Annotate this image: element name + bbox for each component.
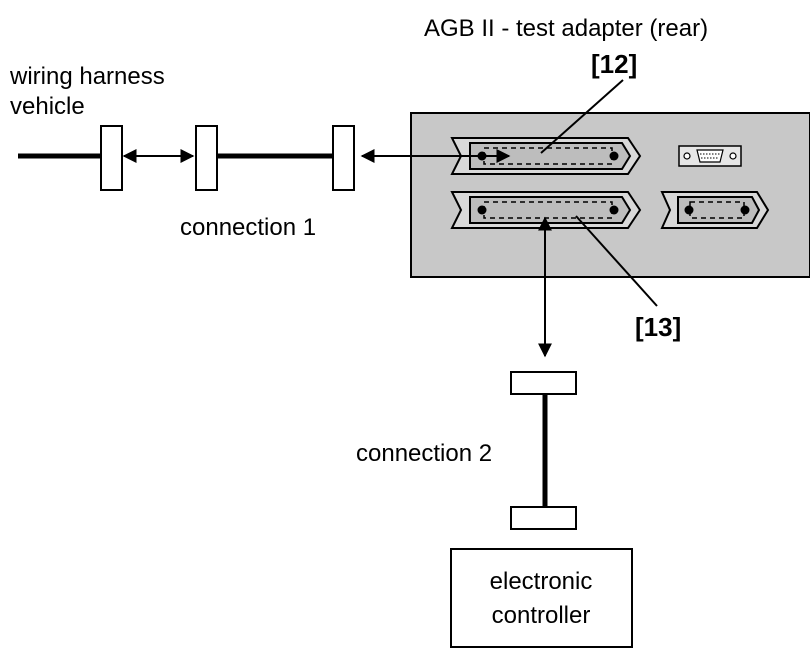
ref-12-leader	[540, 79, 624, 154]
connection-2-label: connection 2	[356, 440, 492, 467]
connection-1-label: connection 1	[180, 214, 316, 241]
controller-label-line2: controller	[492, 602, 591, 629]
connection-1-plug-left	[195, 125, 218, 191]
wiring-harness-label: wiring harness	[9, 63, 165, 90]
adapter-title: AGB II - test adapter (rear)	[424, 15, 708, 42]
connection-2-plug-top	[510, 371, 577, 395]
connection-2-cable	[510, 371, 577, 530]
vehicle-harness	[18, 125, 123, 191]
ref-13: [13]	[635, 312, 681, 342]
small-connector	[660, 191, 770, 229]
controller-label: electronic	[490, 568, 593, 595]
wiring-harness-label-line2: vehicle	[10, 93, 85, 120]
controller-box	[450, 548, 633, 648]
ref-12: [12]	[591, 49, 637, 79]
dsub-connector	[678, 145, 742, 167]
connection-1-cable	[195, 125, 355, 191]
connection-1-plug-right	[332, 125, 355, 191]
harness-plug	[100, 125, 123, 191]
electronic-controller: electronic controller	[450, 548, 633, 648]
lower-connector-13	[450, 191, 642, 229]
test-adapter-panel	[410, 112, 810, 278]
connection-2-plug-bottom	[510, 506, 577, 530]
ref-13-leader	[575, 215, 658, 307]
